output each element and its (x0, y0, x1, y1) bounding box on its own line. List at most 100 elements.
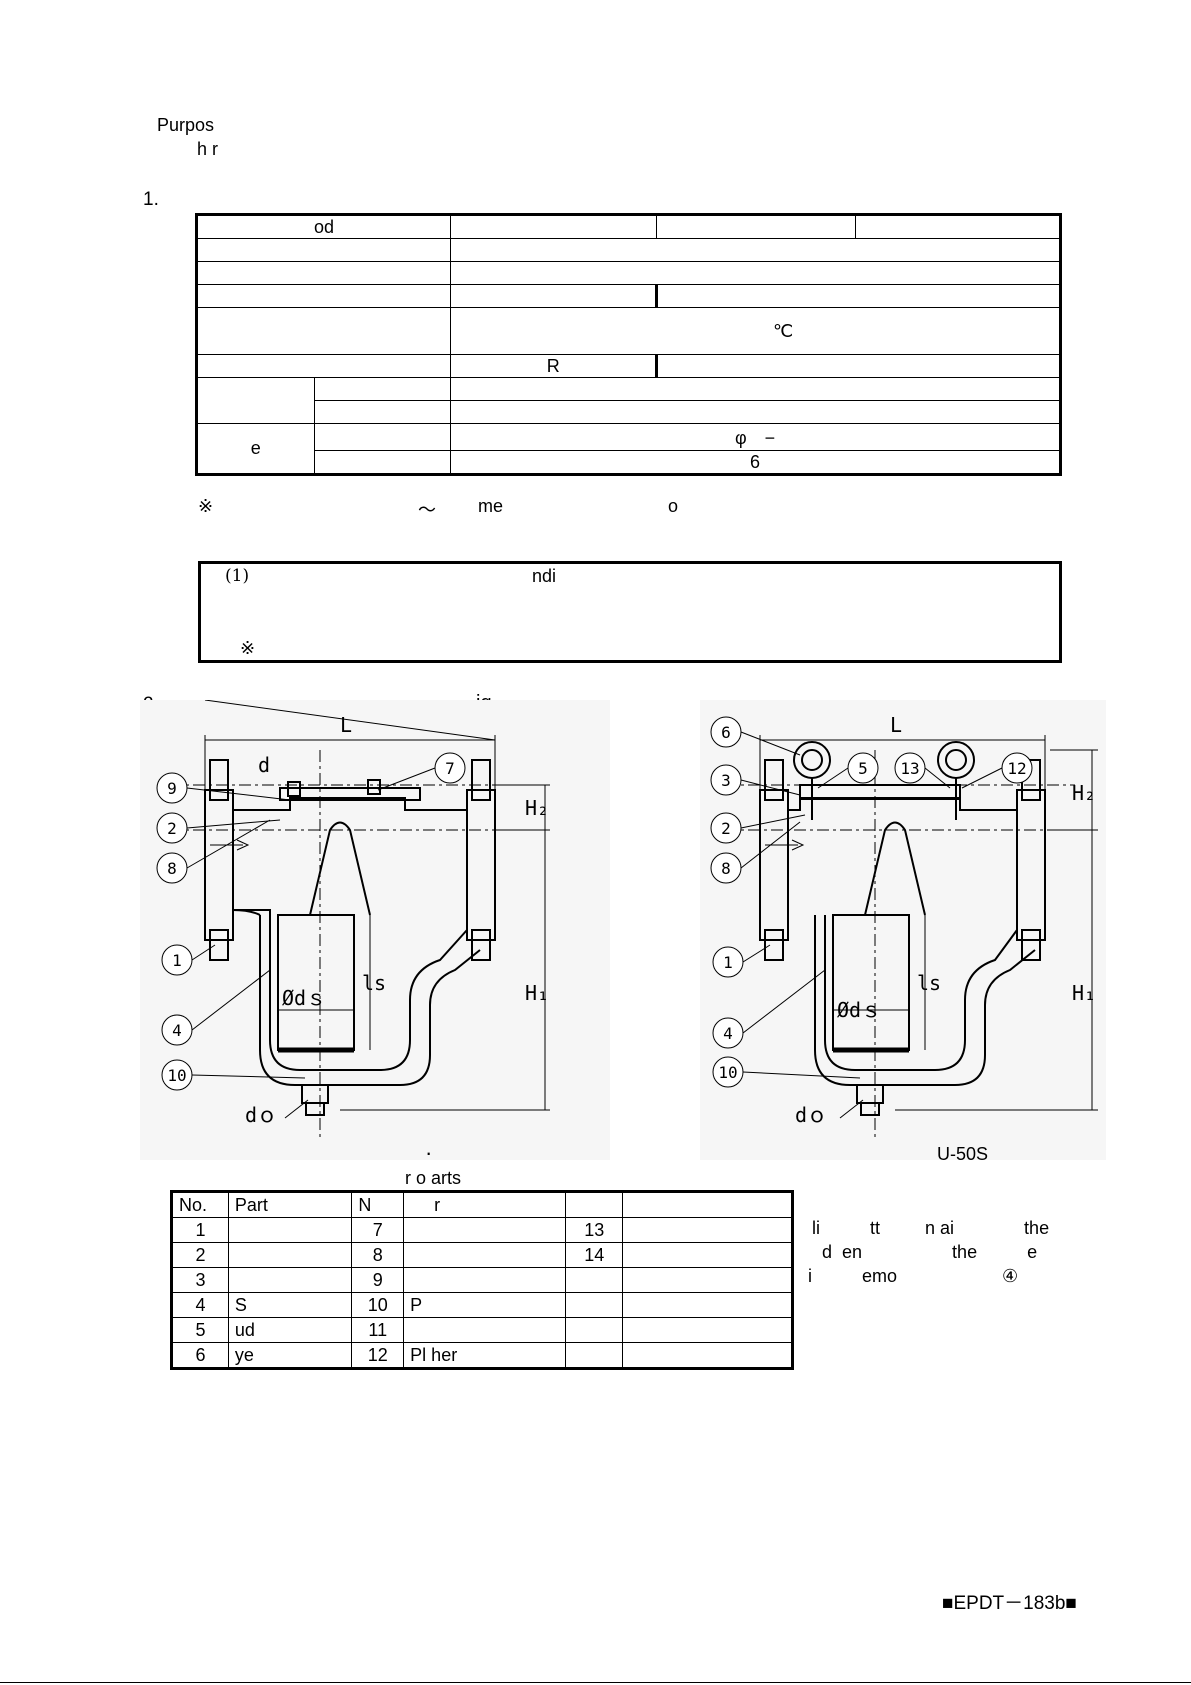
parts-header-cell (622, 1191, 793, 1218)
spec-cell: od (195, 214, 452, 239)
spec-cell (195, 307, 452, 355)
parts-cell: P (403, 1292, 567, 1318)
parts-cell (403, 1267, 567, 1293)
spec-row (195, 261, 1061, 285)
footnote-text-a: me (478, 496, 504, 516)
spec-cell: e (196, 423, 315, 475)
spec-cell (196, 377, 315, 424)
spec-cell: ℃ (450, 307, 1061, 355)
side-note-line-2: d en the e (822, 1242, 1038, 1262)
spec-cell (450, 238, 1061, 262)
parts-row: 6 ye 12 Pl her (171, 1342, 793, 1369)
parts-row: 4 S 10 P (171, 1292, 793, 1318)
callout-1: 1 (723, 953, 733, 972)
note-text: ndi (532, 566, 557, 586)
callout-6: 6 (721, 723, 731, 742)
spec-row: ℃ (195, 307, 1061, 355)
side-note-line-1: li tt n ai the (812, 1218, 1050, 1238)
spec-cell (450, 214, 658, 239)
callout-9: 9 (167, 779, 177, 798)
parts-cell: ye (227, 1342, 353, 1369)
spec-cell (656, 284, 1061, 308)
parts-header-cell: N (351, 1191, 405, 1218)
dim-ds: Ødｓ (282, 986, 326, 1010)
parts-cell (622, 1242, 793, 1268)
parts-cell: Pl her (403, 1342, 567, 1369)
parts-row: 5 ud 11 (171, 1317, 793, 1343)
callout-4: 4 (723, 1024, 733, 1043)
callout-10: 10 (167, 1066, 186, 1085)
parts-cell: 5 (171, 1317, 229, 1343)
dim-ls: ls (362, 971, 386, 995)
note-item-number: (1) (225, 566, 250, 586)
spec-cell (450, 400, 1061, 424)
callout-7: 7 (445, 759, 455, 778)
parts-header-cell (565, 1191, 624, 1218)
callout-1: 1 (172, 951, 182, 970)
spec-cell (195, 354, 452, 378)
caption-dot: · (425, 1140, 433, 1165)
parts-cell (565, 1267, 624, 1293)
spec-cell (656, 354, 1061, 378)
footnote-mark: ※ (198, 496, 214, 516)
footnote-text-b: o (668, 496, 679, 516)
spec-row (197, 400, 1061, 424)
parts-cell: 8 (351, 1242, 405, 1268)
parts-cell (403, 1317, 567, 1343)
dim-H2: H₂ (1072, 781, 1096, 805)
parts-cell (227, 1217, 353, 1243)
strainer-drawing-eyebolt: 6 3 2 8 1 4 10 5 13 12 L H₂ H₁ ls Ødｓ dｏ (700, 700, 1106, 1160)
spec-row (196, 377, 1061, 424)
parts-cell (403, 1242, 567, 1268)
strainer-drawing-standard: 9 2 8 1 4 10 7 L d H₂ H₁ ls Ødｓ dｏ (140, 700, 610, 1160)
parts-cell (227, 1267, 353, 1293)
spec-row: e φ − (196, 423, 1061, 475)
spec-cell (313, 450, 452, 475)
spec-cell (313, 400, 452, 424)
parts-header-cell: Part (227, 1191, 353, 1218)
callout-8: 8 (721, 859, 731, 878)
parts-title: r o arts (405, 1168, 462, 1188)
dim-ls: ls (917, 971, 941, 995)
parts-cell: 3 (171, 1267, 229, 1293)
spec-row: R (195, 354, 1061, 378)
parts-header-cell: No. (171, 1191, 229, 1218)
callout-3: 3 (721, 771, 731, 790)
parts-header-cell: r (403, 1191, 567, 1218)
note-mark: ※ (240, 638, 256, 658)
dim-ds: Ødｓ (837, 998, 881, 1022)
page-edge (0, 1682, 1191, 1683)
parts-cell (622, 1267, 793, 1293)
parts-cell (565, 1292, 624, 1318)
specification-table: od ℃ R e φ − 6 (195, 213, 1062, 476)
dim-H1: H₁ (1072, 981, 1096, 1005)
parts-table: No. Part N r 1 7 13 2 8 14 3 9 4 S 10 P (170, 1190, 794, 1370)
spec-cell: 6 (450, 450, 1061, 475)
callout-12: 12 (1007, 759, 1026, 778)
side-note-line-3: i emo ④ (808, 1266, 1019, 1286)
parts-cell: 6 (171, 1342, 229, 1369)
parts-cell: 13 (565, 1217, 624, 1243)
spec-cell (450, 377, 1061, 401)
spec-cell: φ − (450, 423, 1061, 451)
spec-cell: R (450, 354, 659, 378)
parts-cell: 10 (351, 1292, 405, 1318)
spec-row (195, 284, 1061, 308)
dim-L: L (890, 713, 902, 737)
spec-cell (195, 284, 452, 308)
dim-do: dｏ (245, 1103, 277, 1127)
spec-cell (450, 284, 659, 308)
parts-row: 3 9 (171, 1267, 793, 1293)
spec-cell (195, 261, 452, 285)
spec-row: od (195, 214, 1062, 239)
footnote-tilde: 〜 (418, 500, 436, 520)
spec-row: 6 (197, 450, 1061, 475)
callout-13: 13 (900, 759, 919, 778)
dim-d: d (258, 753, 270, 777)
parts-cell (622, 1342, 793, 1369)
purpose-text: h r (197, 139, 219, 159)
document-code: ■EPDT－183b■ (942, 1593, 1077, 1614)
callout-10: 10 (718, 1063, 737, 1082)
parts-cell: 1 (171, 1217, 229, 1243)
parts-cell: S (227, 1292, 353, 1318)
